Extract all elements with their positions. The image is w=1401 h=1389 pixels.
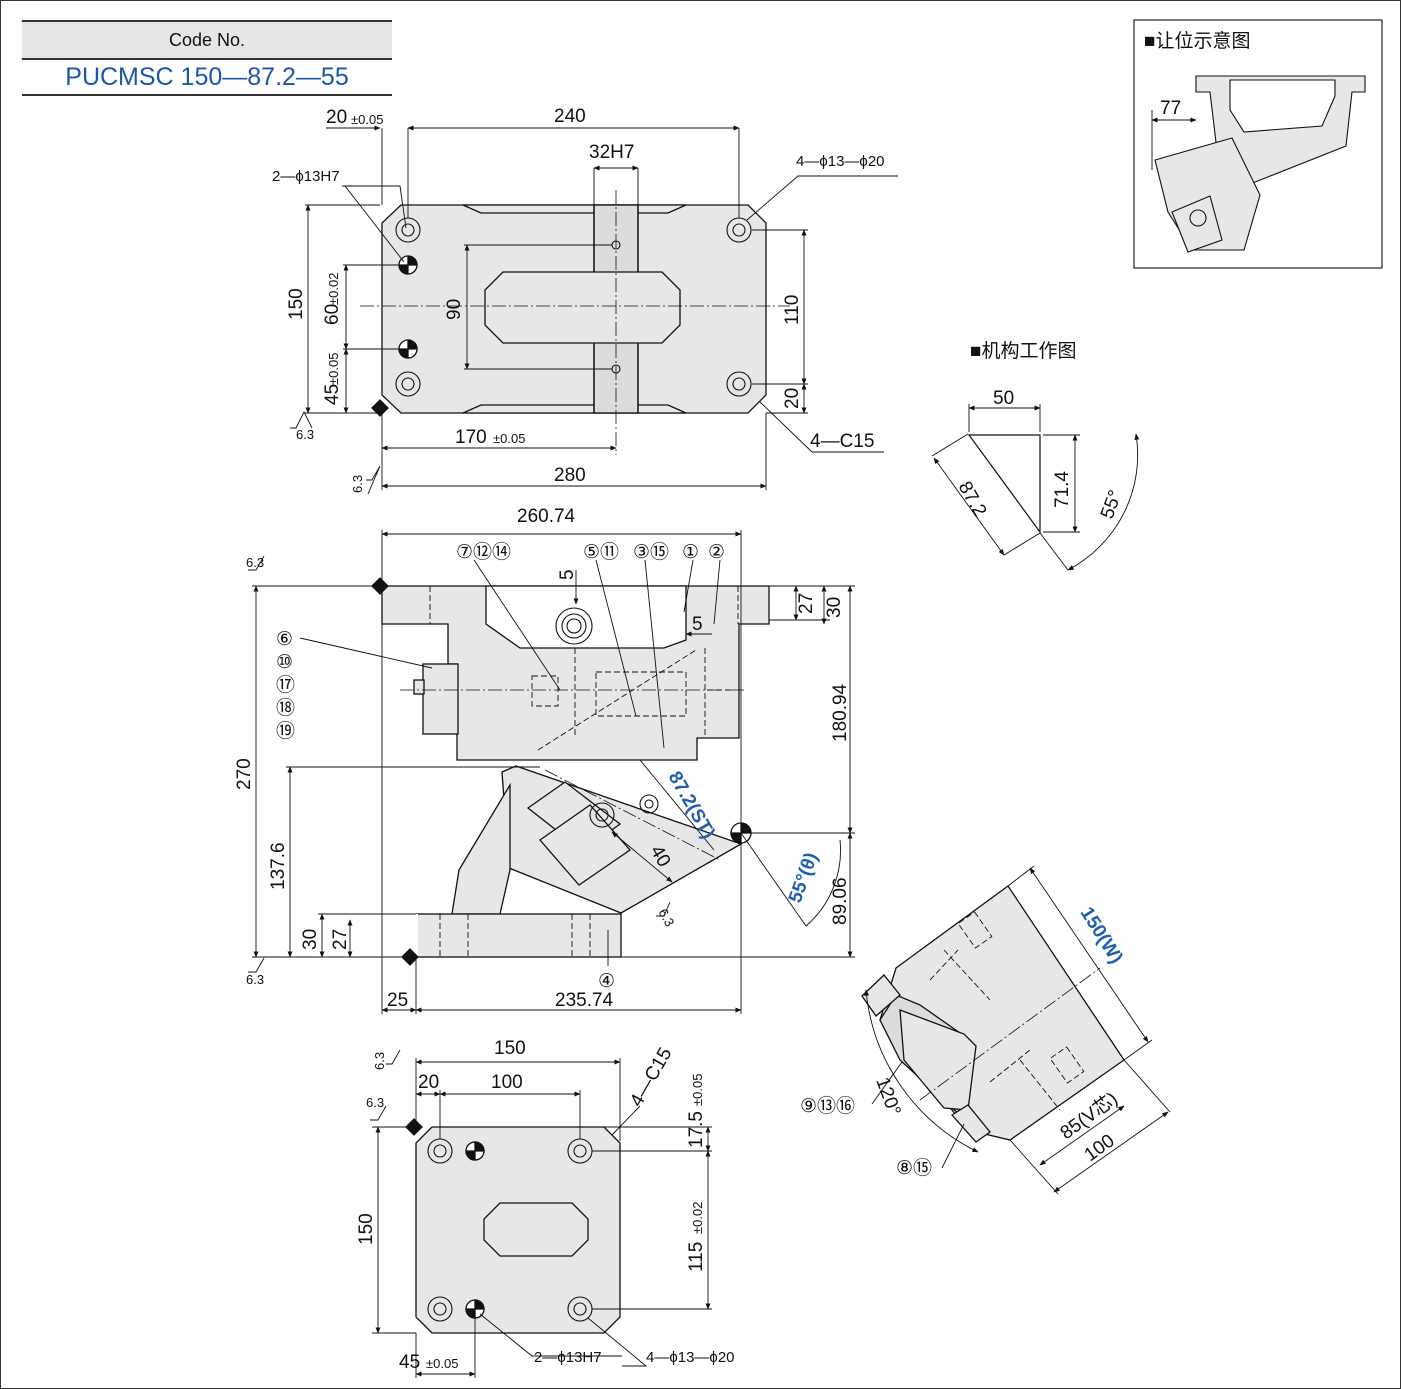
bottom-holes-4: 4—ϕ13—ϕ20 [646, 1349, 735, 1366]
mechanism-inset [931, 404, 1140, 571]
iso-view [861, 865, 1171, 1195]
top-view-labels: 20 ±0.05 240 32H7 4—ϕ13—ϕ20 2—ϕ13H7 150 … [272, 106, 885, 493]
roughness-63b: 6.3 [350, 475, 365, 493]
dim-110: 110 [782, 295, 803, 325]
mechanism-50: 50 [993, 388, 1014, 409]
code-number-label: Code No. [22, 20, 392, 60]
bottom-dim-150v: 150 [356, 1213, 377, 1245]
callout-3-15: ③⑮ [633, 541, 669, 563]
dim-89-06: 89.06 [830, 877, 851, 925]
tol-002: ±0.02 [326, 273, 341, 305]
tol-005: ±0.05 [351, 112, 383, 127]
roughness-63: 6.3 [296, 427, 314, 442]
bottom-dim-115: 115 [686, 1242, 707, 1272]
angle-55-label: 55°(θ) [785, 850, 822, 906]
iso-120: 120° [871, 1075, 904, 1119]
callout-5-11: ⑤⑪ [583, 541, 619, 563]
side-view [248, 530, 855, 1014]
bottom-dim-150: 150 [494, 1038, 526, 1059]
holes-4-label: 4—ϕ13—ϕ20 [796, 153, 885, 170]
code-number-box: Code No. PUCMSC 150—87.2—55 [22, 20, 392, 96]
bottom-holes-2: 2—ϕ13H7 [534, 1349, 602, 1366]
tol-005c: ±0.05 [493, 431, 525, 446]
dim-270: 270 [234, 758, 255, 790]
tol-005b: ±0.05 [326, 353, 341, 385]
dim-5: 5 [557, 569, 578, 580]
roughness-side-b: 6.3 [246, 972, 264, 987]
clearance-title: ■让位示意图 [1144, 30, 1250, 52]
mechanism-71-4: 71.4 [1052, 471, 1073, 508]
bottom-view-labels: 150 20 100 4—C15 17.5 ±0.05 115 ±0.02 15… [356, 1038, 735, 1373]
dim-90: 90 [444, 299, 465, 320]
dim-20b: 20 [782, 388, 803, 409]
bottom-roughness-b: 6.3 [366, 1095, 384, 1110]
callout-8-15: ⑧⑮ [896, 1157, 932, 1179]
chamfer-label: 4—C15 [810, 431, 874, 452]
callout-1: ① [682, 542, 699, 563]
dim-280: 280 [554, 465, 586, 486]
dim-20: 20 [326, 107, 347, 128]
dim-137-6: 137.6 [268, 842, 289, 890]
dim-30: 30 [824, 597, 845, 618]
top-view [290, 125, 898, 495]
bottom-dim-20: 20 [418, 1072, 439, 1093]
bottom-tol-005: ±0.05 [690, 1074, 705, 1106]
dim-60: 60 [322, 304, 343, 325]
bottom-dim-17-5: 17.5 [686, 1111, 707, 1148]
dim-235-74: 235.74 [555, 990, 614, 1011]
dim-5b: 5 [692, 614, 703, 635]
dim-32h7: 32H7 [589, 142, 634, 163]
roughness-side-c: 6.3 [655, 906, 677, 929]
bottom-dim-45: 45 [399, 1352, 420, 1373]
callout-2: ② [708, 542, 725, 563]
callout-19: ⑲ [276, 720, 295, 742]
bottom-tol-002: ±0.02 [690, 1202, 705, 1234]
callout-17: ⑰ [276, 674, 295, 696]
dim-25: 25 [387, 990, 408, 1011]
callout-4: ④ [598, 971, 615, 992]
bottom-view [370, 1049, 712, 1378]
code-number-value: PUCMSC 150—87.2—55 [22, 58, 392, 96]
dim-45: 45 [322, 384, 343, 405]
iso-100: 100 [1081, 1130, 1119, 1166]
callout-7-12-14: ⑦⑫⑭ [456, 541, 511, 563]
callout-9-13-16: ⑨⑬⑯ [800, 1095, 855, 1117]
holes-2-label: 2—ϕ13H7 [272, 168, 340, 185]
mechanism-87-2: 87.2 [954, 478, 991, 521]
bottom-dim-100: 100 [491, 1072, 523, 1093]
callout-18: ⑱ [276, 697, 295, 719]
dim-27b: 27 [330, 929, 351, 950]
bottom-chamfer: 4—C15 [626, 1044, 676, 1110]
clearance-inset [1133, 19, 1383, 269]
side-view-labels: 260.74 5 5 27 30 180.94 270 137.6 30 27 … [234, 506, 851, 1011]
dim-170: 170 [455, 427, 487, 448]
dim-180-94: 180.94 [830, 683, 851, 742]
clearance-77: 77 [1160, 98, 1181, 119]
callout-6: ⑥ [276, 629, 293, 650]
bottom-roughness-a: 6.3 [372, 1052, 387, 1070]
bottom-tol-005b: ±0.05 [426, 1356, 458, 1371]
mechanism-title: ■机构工作图 [970, 340, 1076, 362]
dim-30b: 30 [300, 929, 321, 950]
callout-10: ⑩ [276, 652, 293, 673]
dim-150: 150 [286, 288, 307, 320]
dim-260-74: 260.74 [517, 506, 576, 527]
dim-27: 27 [796, 593, 817, 614]
dim-240: 240 [554, 106, 586, 127]
top-slot [484, 271, 681, 344]
clearance-inset-labels: ■让位示意图 77 [1144, 30, 1250, 119]
side-base-block [415, 913, 622, 958]
roughness-side-a: 6.3 [246, 555, 264, 570]
iso-width-150w: 150(W) [1076, 904, 1127, 968]
